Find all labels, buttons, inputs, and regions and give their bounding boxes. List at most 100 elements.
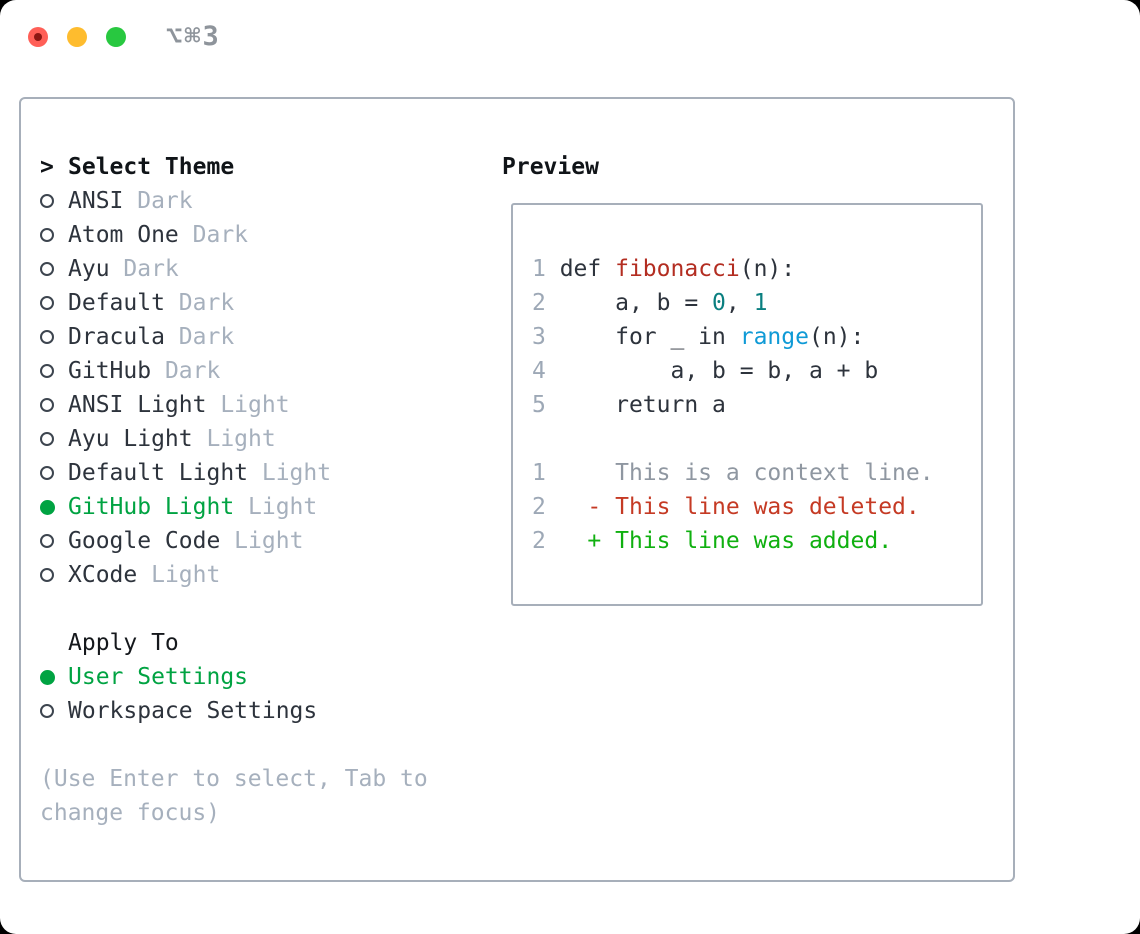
code-segment-builtin: range (739, 324, 809, 350)
window-title-shortcut: ⌥⌘3 (166, 21, 221, 52)
radio-ring-icon (40, 364, 54, 378)
theme-option[interactable]: Dracula Dark (40, 320, 480, 354)
traffic-lights (28, 27, 126, 47)
code-line: 2 + This line was added. (532, 524, 981, 558)
apply-option-label: Workspace Settings (68, 698, 318, 724)
theme-option[interactable]: GitHub Light Light (40, 490, 480, 524)
code-segment-code: (n): (739, 256, 796, 282)
radio-unselected-icon (40, 228, 68, 242)
theme-option[interactable]: Ayu Dark (40, 252, 480, 286)
theme-option[interactable]: Default Light Light (40, 456, 480, 490)
hint-line-2: change focus) (40, 800, 221, 826)
spacer (40, 728, 480, 762)
radio-ring-icon (40, 568, 54, 582)
theme-name: GitHub Light (68, 494, 235, 520)
theme-variant-tag: Light (220, 528, 304, 554)
code-line: 5 return a (532, 388, 981, 422)
theme-option[interactable]: Ayu Light Light (40, 422, 480, 456)
theme-option[interactable]: ANSI Dark (40, 184, 480, 218)
theme-variant-tag: Dark (164, 290, 235, 316)
close-button[interactable] (28, 27, 48, 47)
theme-option[interactable]: Atom One Dark (40, 218, 480, 252)
title-bar: ⌥⌘3 (0, 0, 1140, 70)
radio-unselected-icon (40, 330, 68, 344)
prompt-icon: > (40, 154, 54, 180)
apply-to-label: Apply To (68, 630, 179, 656)
code-segment-deleted: - This line was deleted. (545, 494, 920, 520)
theme-name: Default (68, 290, 165, 316)
code-segment-number: 1 (753, 290, 768, 316)
theme-name: ANSI Light (68, 392, 207, 418)
theme-variant-tag: Dark (109, 256, 179, 282)
hint-line-1: (Use Enter to select, Tab to (40, 766, 428, 792)
theme-variant-tag: Dark (123, 188, 193, 214)
line-number: 5 (532, 392, 546, 418)
radio-ring-icon (40, 398, 54, 412)
apply-option[interactable]: User Settings (40, 660, 480, 694)
theme-variant-tag: Dark (178, 222, 249, 248)
theme-name: Google Code (68, 528, 221, 554)
line-number: 2 (532, 290, 546, 316)
radio-ring-icon (40, 262, 54, 276)
radio-ring-icon (40, 330, 54, 344)
radio-unselected-icon (40, 296, 68, 310)
select-theme-header: > Select Theme (40, 150, 480, 184)
theme-option[interactable]: ANSI Light Light (40, 388, 480, 422)
code-segment-code: , (725, 290, 754, 316)
selected-dot-icon (40, 499, 55, 515)
code-line: 1 def fibonacci(n): (532, 252, 981, 286)
radio-ring-icon (40, 194, 54, 208)
code-segment-code: (n): (808, 324, 865, 350)
theme-name: Default Light (68, 460, 249, 486)
minimize-button[interactable] (67, 27, 87, 47)
theme-name: Dracula (68, 324, 165, 350)
theme-variant-tag: Light (192, 426, 276, 452)
spacer (40, 592, 480, 626)
code-line: 4 a, b = b, a + b (532, 354, 981, 388)
line-number: 2 (532, 494, 546, 520)
radio-ring-icon (40, 466, 54, 480)
theme-name: ANSI (68, 188, 124, 214)
theme-name: XCode (68, 562, 138, 588)
zoom-button[interactable] (106, 27, 126, 47)
theme-option[interactable]: Google Code Light (40, 524, 480, 558)
code-segment-code: return a (545, 392, 726, 418)
apply-option-label: User Settings (68, 664, 249, 690)
line-number: 1 (532, 256, 546, 282)
line-number: 2 (532, 528, 546, 554)
radio-ring-icon (40, 296, 54, 310)
theme-variant-tag: Dark (151, 358, 221, 384)
select-theme-label: Select Theme (68, 154, 235, 180)
code-segment-function: fibonacci (615, 256, 740, 282)
line-number: 4 (532, 358, 546, 384)
theme-variant-tag: Light (137, 562, 221, 588)
theme-option[interactable]: GitHub Dark (40, 354, 480, 388)
radio-unselected-icon (40, 534, 68, 548)
line-number: 3 (532, 324, 546, 350)
apply-option[interactable]: Workspace Settings (40, 694, 480, 728)
radio-unselected-icon (40, 398, 68, 412)
code-line: 2 a, b = 0, 1 (532, 286, 981, 320)
theme-option[interactable]: Default Dark (40, 286, 480, 320)
close-dot-icon (34, 33, 42, 41)
theme-variant-tag: Light (248, 460, 332, 486)
code-segment-code: def (545, 256, 616, 282)
code-segment-code: for _ in (545, 324, 740, 350)
radio-unselected-icon (40, 432, 68, 446)
radio-unselected-icon (40, 466, 68, 480)
theme-name: GitHub (68, 358, 152, 384)
theme-variant-tag: Dark (164, 324, 235, 350)
theme-option[interactable]: XCode Light (40, 558, 480, 592)
line-number: 1 (532, 460, 546, 486)
theme-variant-tag: Light (234, 494, 318, 520)
radio-selected-icon (40, 669, 68, 685)
radio-ring-icon (40, 704, 54, 718)
theme-variant-tag: Light (206, 392, 290, 418)
